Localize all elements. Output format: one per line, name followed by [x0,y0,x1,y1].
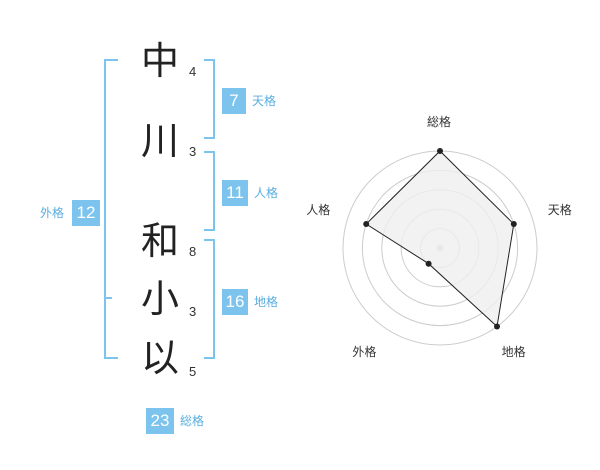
radar-axis-label-3: 地格 [501,344,526,359]
radar-point-4 [425,260,432,267]
stroke-count-4: 3 [189,304,197,319]
tenkaku-value-badge: 7 [222,88,246,114]
stroke-count-5: 5 [189,364,197,379]
chikaku-label: 地格 [254,295,279,309]
soukaku-value-badge: 23 [146,408,174,434]
jinkaku-label: 人格 [254,186,279,200]
radar-axis-label-2: 天格 [547,202,572,217]
radar-axis-label-1: 総格 [427,115,452,129]
radar-point-3 [494,323,501,330]
jinkaku-bracket [204,151,215,231]
radar-point-2 [510,221,517,228]
radar-series-polygon [365,150,515,328]
name-char-3: 和 [140,219,179,263]
name-char-2: 川 [140,119,179,163]
stroke-count-2: 3 [189,144,197,159]
chikaku-value-badge: 16 [222,289,248,315]
gaikaku-value-badge: 12 [72,200,100,226]
chikaku-bracket [204,239,215,359]
name-char-4: 小 [140,277,179,321]
gaikaku-label: 外格 [40,206,65,220]
radar-axis-label-5: 人格 [306,202,331,217]
radar-axis-label-4: 外格 [352,344,377,359]
jinkaku-value-badge: 11 [222,180,248,206]
stroke-count-1: 4 [189,64,197,79]
radar-point-5 [363,221,370,228]
stroke-count-3: 8 [189,244,197,259]
soukaku-label: 総格 [180,414,205,428]
tenkaku-label: 天格 [252,94,277,108]
gaikaku-bracket [104,59,118,359]
radar-point-1 [437,148,443,154]
tenkaku-bracket [204,59,215,139]
name-char-1: 中 [140,39,179,83]
name-char-5: 以 [140,336,179,380]
